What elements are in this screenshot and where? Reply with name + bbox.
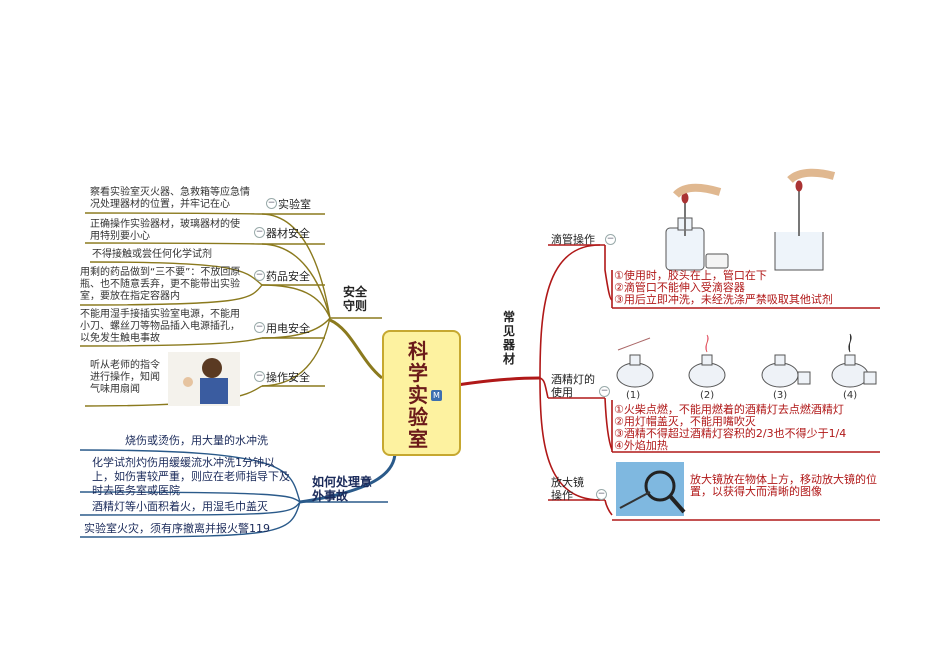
collapse-icon[interactable]: − — [254, 322, 265, 333]
equipment-connector — [457, 378, 540, 385]
safety-item-chemicals-note: 不得接触或尝任何化学试剂 — [92, 249, 212, 261]
safety-item-chemicals[interactable]: 药品安全 — [266, 268, 310, 284]
collapse-icon[interactable]: − — [254, 371, 265, 382]
magnifier-note: 放大镜放在物体上方，移动放大镜的位置，以获得大而清晰的图像 — [690, 474, 880, 498]
equipment-dropper[interactable]: 滴管操作 — [551, 231, 595, 247]
magnifier-photo — [616, 462, 684, 516]
safety-item-electric[interactable]: 用电安全 — [266, 320, 310, 336]
mindmap-badge-icon: M — [431, 390, 442, 401]
collapse-icon[interactable]: − — [266, 198, 277, 209]
lamp-fig-1: (1) — [626, 390, 640, 402]
safety-item-lab[interactable]: 实验室 — [278, 196, 311, 212]
safety-item-electric-desc: 不能用湿手接插实验室电源，不能用小刀、螺丝刀等物品插入电源插孔，以免发生触电事故 — [80, 309, 245, 345]
accident-item-fire-lab: 实验室火灾，须有序撤离并报火警119 — [84, 522, 270, 536]
accident-item-chemical: 化学试剂灼伤用缓缓流水冲洗1分钟以上，如伤害较严重，则应在老师指导下及时去医务室… — [92, 456, 292, 498]
safety-branch-title[interactable]: 安全守则 — [343, 285, 377, 313]
safety-item-operation-desc: 听从老师的指令进行操作，知闻气味用扇闻 — [90, 360, 166, 396]
accident-item-burn: 烧伤或烫伤，用大量的水冲洗 — [125, 434, 268, 448]
collapse-icon[interactable]: − — [254, 270, 265, 281]
center-title: 科学实验室 — [408, 340, 428, 450]
equipment-magnifier[interactable]: 放大镜操作 — [551, 476, 589, 502]
accidents-branch-title[interactable]: 如何处理意外事故 — [312, 475, 382, 503]
lamp-fig-2: (2) — [700, 390, 714, 402]
safety-item-chemicals-desc: 用剩的药品做到“三不要”：不放回原瓶、也不随意丢弃，更不能带出实验室，要放在指定… — [80, 267, 245, 303]
safety-item-lab-desc: 察看实验室灭火器、急救箱等应急情况处理器材的位置，并牢记在心 — [90, 187, 255, 211]
accident-item-fire-small: 酒精灯等小面积着火，用湿毛巾盖灭 — [92, 500, 268, 514]
collapse-icon[interactable]: − — [599, 386, 610, 397]
lamp-note-4: ④外焰加热 — [614, 440, 668, 452]
collapse-icon[interactable]: − — [605, 234, 616, 245]
equipment-branch-title[interactable]: 常见器材 — [503, 310, 517, 366]
dropper-note-3: ③用后立即冲洗，未经洗涤严禁吸取其他试剂 — [614, 294, 833, 306]
collapse-icon[interactable]: − — [596, 489, 607, 500]
center-node[interactable]: 科学实验室 M — [382, 330, 461, 456]
lamp-illustration — [617, 334, 876, 387]
safety-item-equipment[interactable]: 器材安全 — [266, 225, 310, 241]
child-photo — [168, 352, 240, 406]
safety-item-equipment-desc: 正确操作实验器材，玻璃器材的使用特别要小心 — [90, 219, 245, 243]
safety-item-operation[interactable]: 操作安全 — [266, 369, 310, 385]
lamp-fig-4: (4) — [843, 390, 857, 402]
safety-connector — [330, 320, 382, 378]
lamp-fig-3: (3) — [773, 390, 787, 402]
equipment-lamp[interactable]: 酒精灯的使用 — [551, 373, 596, 399]
collapse-icon[interactable]: − — [254, 227, 265, 238]
dropper-illustration — [666, 173, 834, 270]
